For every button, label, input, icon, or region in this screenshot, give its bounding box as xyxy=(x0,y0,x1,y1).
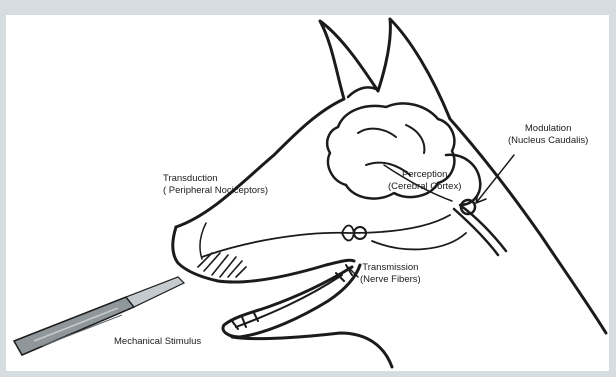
illustration-panel: Perception (Cerebral Cortex) Modulation … xyxy=(6,15,609,371)
stimulus-label: Mechanical Stimulus xyxy=(114,336,201,348)
transduction-title: Transduction xyxy=(163,173,268,185)
transduction-label: Transduction ( Peripheral Nociceptors) xyxy=(163,173,268,197)
nerve-pathway-lower xyxy=(372,233,466,249)
neck-outline xyxy=(232,333,392,367)
transduction-pointer xyxy=(200,223,206,259)
modulation-label: Modulation (Nucleus Caudalis) xyxy=(508,123,588,147)
transmission-label: Transmission (Nerve Fibers) xyxy=(360,262,421,286)
stimulus-title: Mechanical Stimulus xyxy=(114,336,201,348)
transmission-subtitle: (Nerve Fibers) xyxy=(360,274,421,286)
brain-fold xyxy=(358,125,424,175)
perception-label: Perception (Cerebral Cortex) xyxy=(388,169,461,193)
snout-outline xyxy=(173,227,354,282)
dog-head-illustration xyxy=(6,15,609,371)
transduction-subtitle: ( Peripheral Nociceptors) xyxy=(163,185,268,197)
modulation-subtitle: (Nucleus Caudalis) xyxy=(508,135,588,147)
modulation-arrow xyxy=(476,155,514,203)
ear-inner-line xyxy=(348,87,376,97)
perception-title: Perception xyxy=(388,169,461,181)
modulation-title: Modulation xyxy=(508,123,588,135)
nerve-pathway xyxy=(202,215,450,257)
transmission-title: Transmission xyxy=(360,262,421,274)
perception-subtitle: (Cerebral Cortex) xyxy=(388,181,461,193)
